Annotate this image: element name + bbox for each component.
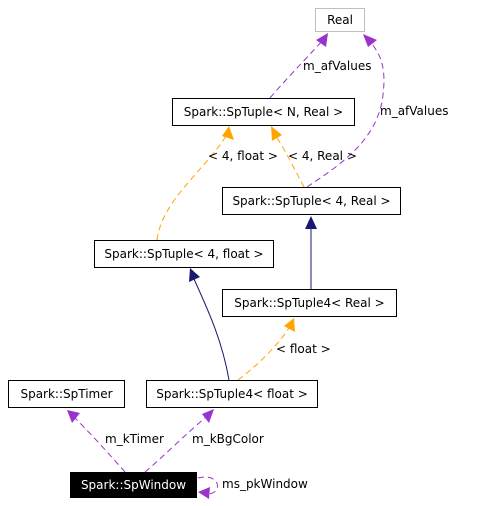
edge-m-afvalues-right (306, 41, 385, 188)
arrowhead-m-kbgcolor (202, 409, 214, 423)
edge-inherit-tuple4-float (193, 278, 230, 381)
node-sptuple4-float[interactable]: Spark::SpTuple4< float > (146, 380, 318, 408)
node-sptuple-4-float[interactable]: Spark::SpTuple< 4, float > (94, 240, 274, 268)
label-m-afvalues-right: m_afValues (380, 104, 449, 118)
label-m-kbgcolor: m_kBgColor (192, 432, 264, 446)
node-sptuple4-real[interactable]: Spark::SpTuple4< Real > (222, 289, 397, 317)
arrowhead-template-float (284, 318, 295, 332)
arrowhead-template-4-real (271, 126, 282, 141)
node-real[interactable]: Real (315, 8, 365, 32)
arrowhead-ms-pkwindow (198, 487, 210, 499)
edge-m-afvalues-left (269, 39, 324, 99)
node-spwindow[interactable]: Spark::SpWindow (70, 472, 197, 498)
label-ms-pkwindow: ms_pkWindow (222, 477, 308, 491)
arrowhead-m-afvalues-right (363, 34, 377, 47)
label-template-4-real: < 4, Real > (288, 149, 357, 163)
arrowhead-inherit-tuple4-real (305, 216, 317, 229)
label-m-ktimer: m_kTimer (105, 432, 164, 446)
arrowhead-template-4-float (222, 126, 234, 140)
arrowhead-inherit-tuple4-float (189, 268, 200, 282)
label-template-float: < float > (276, 342, 331, 356)
arrowhead-m-afvalues-left (316, 33, 328, 47)
label-template-4-float: < 4, float > (208, 149, 278, 163)
edge-m-kbgcolor (144, 417, 206, 473)
node-sptuple-n-real[interactable]: Spark::SpTuple< N, Real > (172, 98, 355, 126)
edge-ms-pkwindow (197, 476, 218, 495)
arrowhead-m-ktimer (67, 410, 80, 423)
node-sptuple-4-real[interactable]: Spark::SpTuple< 4, Real > (222, 187, 401, 215)
edge-template-4-float (156, 135, 227, 241)
edge-template-4-real (275, 135, 305, 188)
node-sptimer[interactable]: Spark::SpTimer (8, 380, 125, 408)
label-m-afvalues-left: m_afValues (303, 59, 372, 73)
